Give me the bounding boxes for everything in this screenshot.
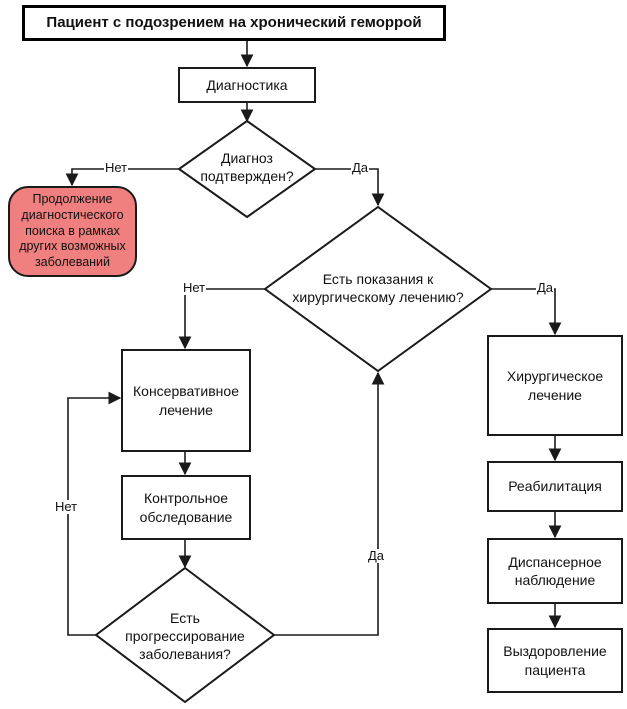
edge-confirmed-yes: [315, 168, 385, 207]
decision-surgery-shape: [263, 205, 493, 373]
diagnostics-node: Диагностика: [178, 67, 316, 103]
edge-label-progress-no: Нет: [54, 499, 79, 515]
dispensary-observation-node: Диспансерное наблюдение: [487, 538, 623, 604]
conservative-treatment-node: Консервативное лечение: [121, 349, 251, 452]
patient-recovery-node: Выздоровление пациента: [487, 628, 623, 693]
title-node: Пациент с подозрением на хронический гем…: [22, 5, 446, 41]
continue-search-terminal: Продолжение диагностического поиска в ра…: [8, 186, 137, 277]
edge-surgery-no: [178, 288, 265, 350]
control-checkup-node: Контрольное обследование: [121, 475, 251, 540]
edge-label-progress-yes: Да: [367, 548, 386, 564]
decision-progress-label: Есть прогрессирование заболевания?: [125, 610, 245, 663]
edge-progress-yes: [274, 371, 385, 636]
edge-label-surgery-yes: Да: [536, 280, 555, 296]
decision-surgery-label: Есть показания к хирургическому лечению?: [292, 271, 464, 306]
edge-label-confirmed-no: Нет: [104, 160, 129, 176]
decision-progress-shape: [94, 566, 276, 704]
decision-confirmed-label: Диагноз подтвержден?: [200, 150, 294, 185]
rehabilitation-node: Реабилитация: [487, 461, 623, 512]
edge-label-confirmed-yes: Да: [351, 160, 370, 176]
edge-progress-no: [67, 391, 122, 636]
edge-confirmed-no: [65, 168, 179, 187]
edge-surgery-yes: [491, 288, 562, 336]
surgical-treatment-node: Хирургическое лечение: [487, 335, 623, 436]
decision-confirmed-shape: [177, 119, 317, 219]
edge-label-surgery-no: Нет: [182, 280, 207, 296]
